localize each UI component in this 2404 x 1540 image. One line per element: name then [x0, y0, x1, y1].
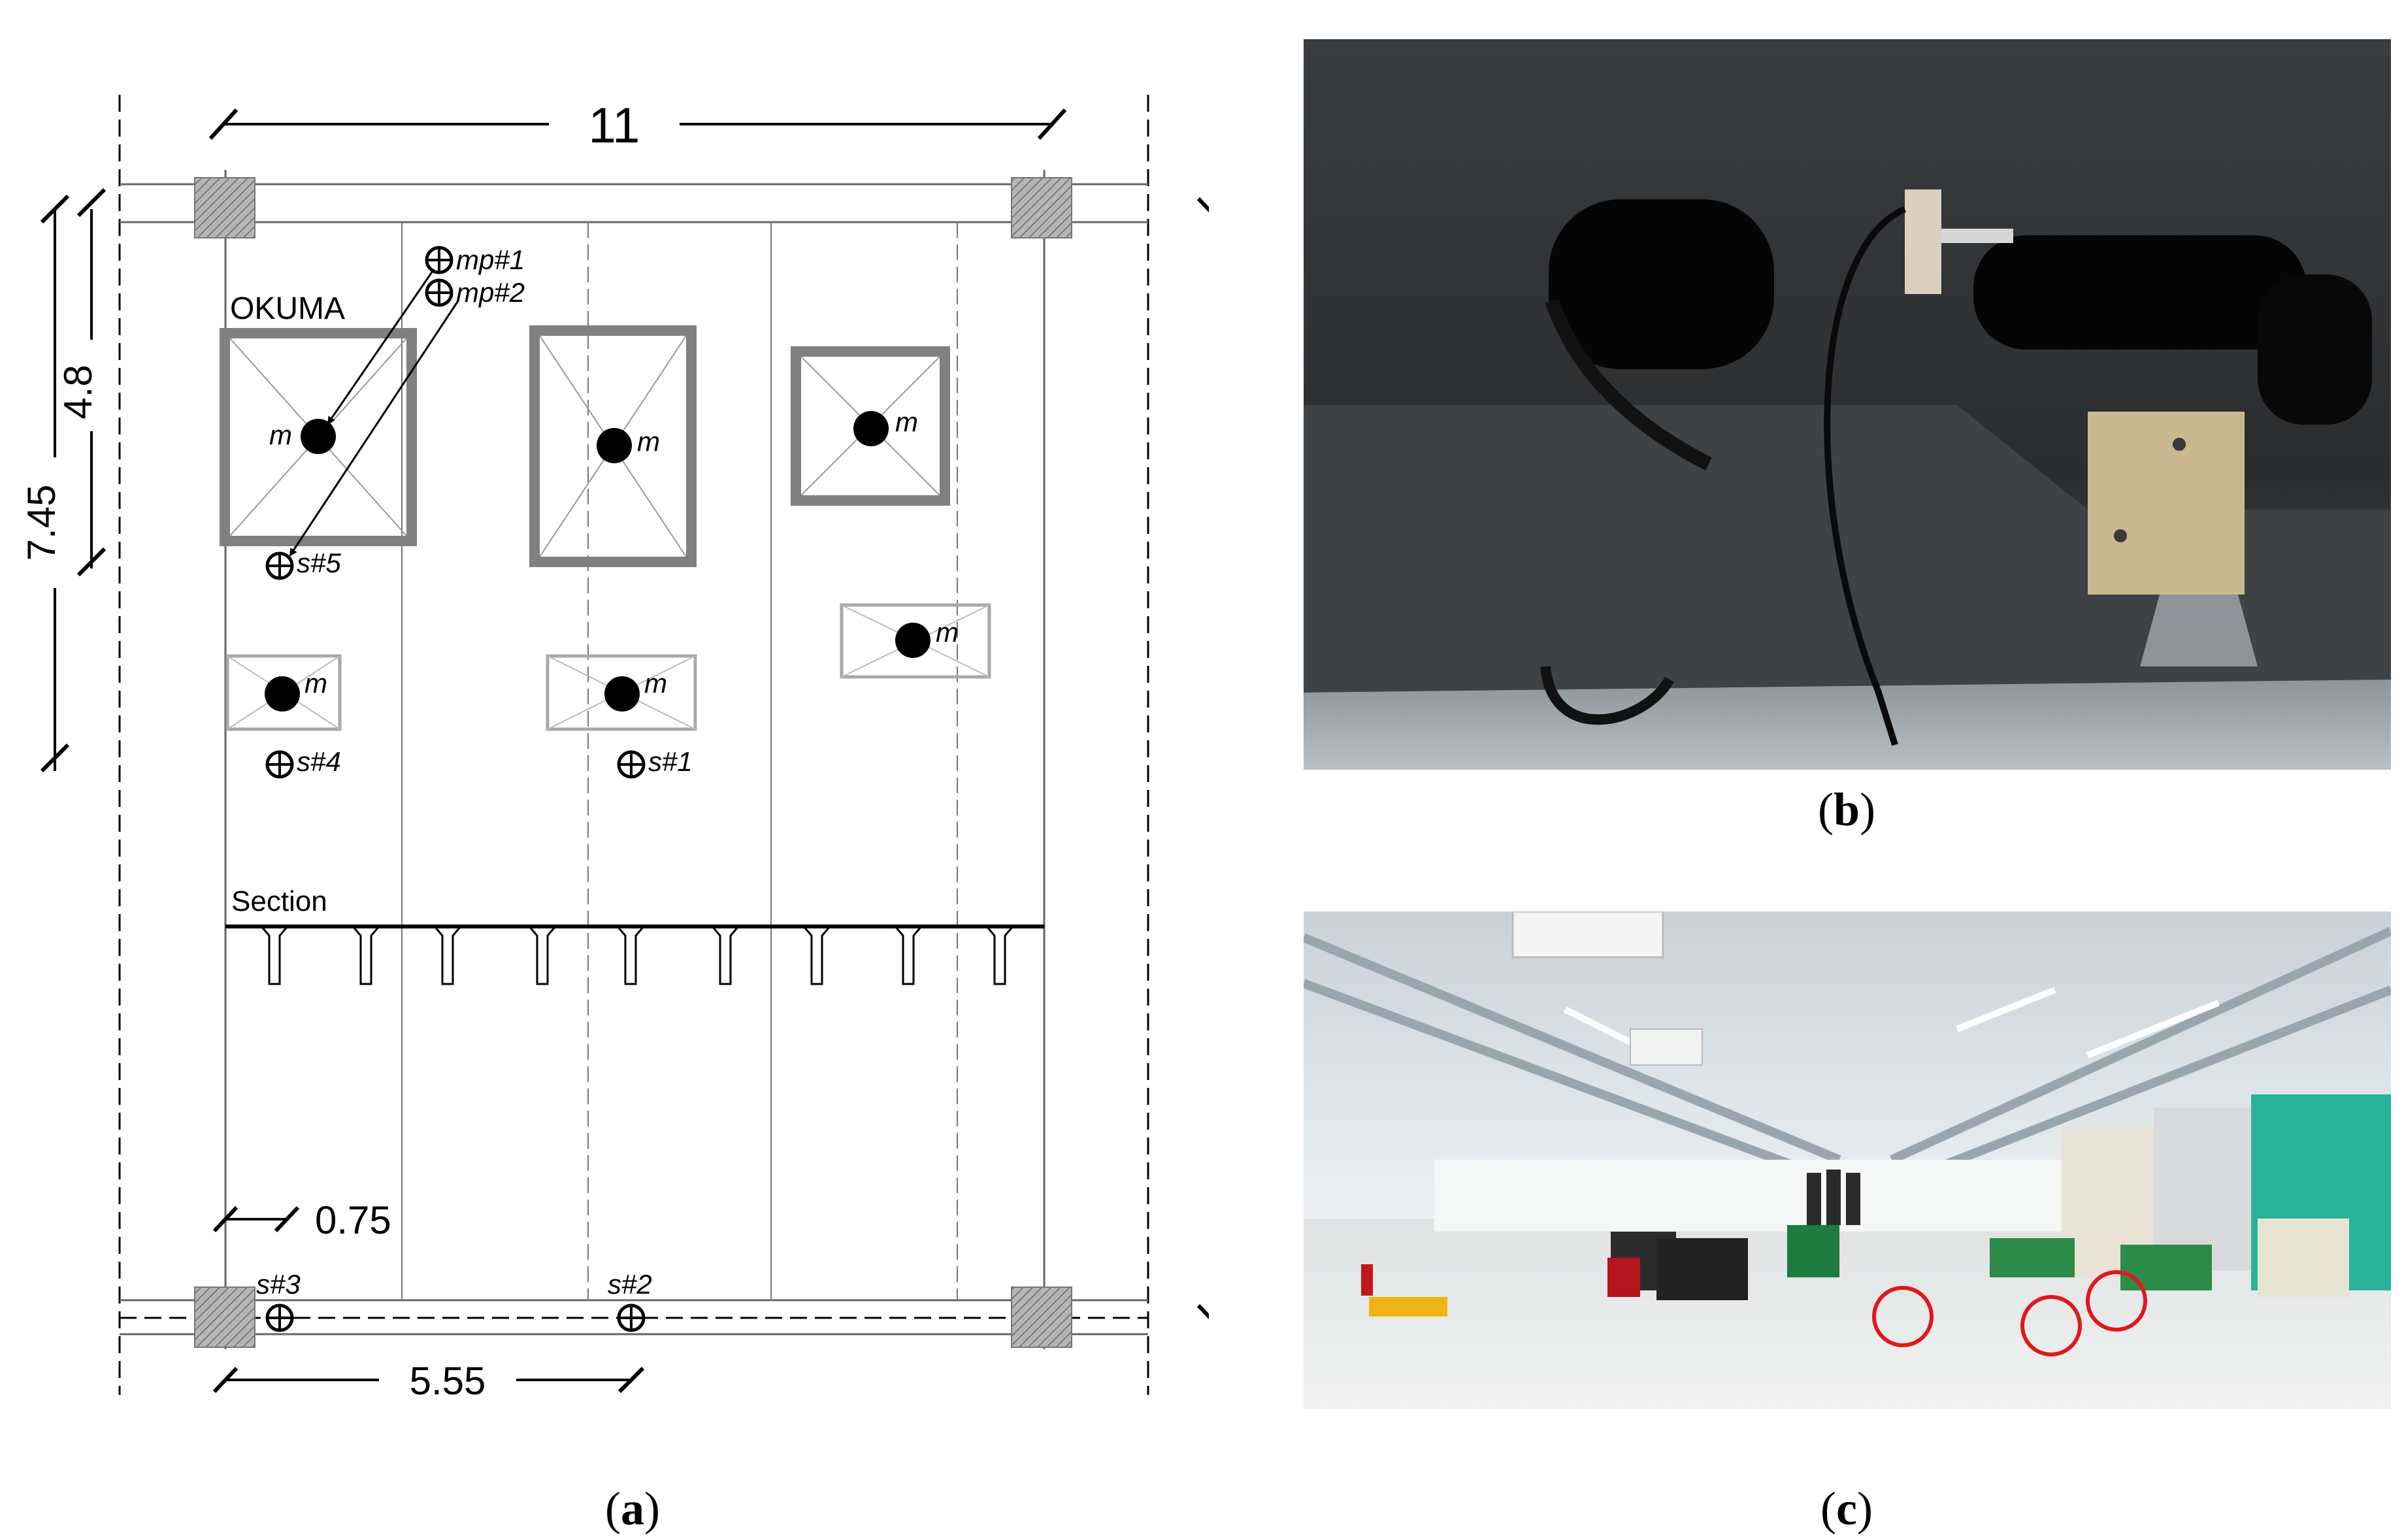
mass-label: m: [936, 617, 959, 647]
dimension-left-outer-tick-top: [40, 194, 70, 224]
dimension-left-outer-label: 7.45: [20, 485, 63, 561]
accelerometer-mount: [1905, 189, 1941, 294]
mass-point: [895, 623, 930, 658]
sensor-marker-circle-2: [2020, 1295, 2082, 1356]
dimension-bottom-tick-left: [212, 1366, 239, 1394]
mass-point: [597, 428, 632, 463]
mass-label: m: [895, 406, 918, 437]
sensor-cable: [1824, 206, 1906, 746]
machine-small-left: m: [225, 654, 342, 731]
sensor-label-mp1: mp#1: [456, 244, 525, 275]
frame-hole-left: [1549, 199, 1774, 369]
ac-unit: [1511, 911, 1664, 958]
mass-point: [604, 676, 640, 712]
sensor-label-s4: s#4: [297, 746, 341, 777]
caption-a-letter: a: [621, 1483, 644, 1535]
sensor-s4: s#4: [265, 746, 341, 779]
people: [1807, 1170, 1860, 1225]
pad-bolt-1: [2173, 438, 2186, 451]
photo-sensor-under-machine: [1304, 39, 2391, 770]
mass-point: [853, 411, 889, 446]
pallet-jack: [1369, 1297, 1447, 1317]
dimension-right-tick-top: [1196, 197, 1209, 213]
ceiling-ducts: [1304, 926, 2391, 1177]
sensor-mp2: mp#2: [425, 277, 525, 308]
dimension-offset-tick-left: [212, 1205, 239, 1233]
sensor-mp1: mp#1: [425, 244, 525, 275]
dimension-bottom-tick-right: [617, 1366, 645, 1394]
machine-small-center: m: [546, 654, 697, 731]
photo-workshop-floor: [1304, 911, 2391, 1409]
mass-label: m: [644, 668, 667, 698]
sensor-s2: s#2: [608, 1269, 652, 1332]
mass-label: m: [269, 419, 292, 450]
dimension-right-label: 14.9: [1200, 754, 1209, 851]
ceiling-lights: [1563, 987, 2220, 1058]
dimension-left-inner-label: 4.8: [56, 365, 100, 419]
dimension-top-tick-right: [1037, 108, 1067, 140]
caption-c: (c): [1820, 1483, 1873, 1535]
machine-small-right: m: [840, 603, 991, 679]
back-wall: [1434, 1160, 2088, 1232]
dimension-bottom-label: 5.55: [410, 1359, 486, 1403]
sensor-s3: s#3: [256, 1269, 301, 1332]
caption-a: (a): [605, 1483, 660, 1535]
dimension-offset-label: 0.75: [315, 1198, 391, 1242]
caption-b-letter: b: [1833, 783, 1860, 836]
section-ribs: [260, 926, 1014, 985]
machine-base-frame: [1304, 405, 2391, 693]
mass-point: [265, 676, 300, 712]
sensor-label-mp2: mp#2: [456, 277, 525, 308]
arrow-mp2-to-s5: [289, 301, 459, 557]
sensor-s1: s#1: [617, 746, 693, 779]
caption-c-letter: c: [1836, 1483, 1857, 1535]
mass-label: m: [637, 426, 660, 457]
sensor-label-s3: s#3: [256, 1269, 301, 1300]
leveling-pad: [2088, 412, 2245, 595]
column-bottom-left: [194, 1286, 255, 1348]
machine-label-okuma: OKUMA: [230, 291, 345, 326]
dimension-offset-tick-right: [274, 1205, 300, 1233]
caption-b: (b): [1817, 783, 1875, 836]
column-top-right: [1011, 177, 1072, 238]
dimension-left-outer-tick-bottom: [40, 743, 70, 773]
strap-loop: [1540, 666, 1674, 725]
wire-bundle: [1545, 298, 1712, 470]
section-label: Section: [231, 885, 327, 917]
sensor-label-s1: s#1: [648, 746, 693, 777]
fire-extinguisher: [1361, 1264, 1373, 1296]
column-top-left: [194, 177, 255, 238]
arrow-mp1-to-okuma-mass: [327, 269, 435, 425]
column-bottom-right: [1011, 1286, 1072, 1348]
frame-hole-right: [2258, 274, 2372, 425]
mass-point: [301, 419, 336, 454]
machine-large-right: m: [791, 346, 950, 506]
dimension-right-tick-bottom: [1196, 1303, 1209, 1320]
sensor-marker-circle-1: [1872, 1286, 1934, 1347]
leveling-foot: [2140, 595, 2258, 666]
dimension-top-label: 11: [589, 98, 640, 154]
red-chair: [1607, 1258, 1640, 1297]
dimension-left-inner-tick-bottom: [76, 547, 107, 577]
pad-bolt-2: [2114, 529, 2127, 542]
sensor-s5: s#5: [265, 548, 341, 580]
sensor-label-s5: s#5: [297, 548, 341, 578]
mass-label: m: [305, 668, 327, 698]
machine-okuma: m: [220, 328, 417, 546]
accelerometer-clip: [1941, 229, 2013, 243]
floor-plan-diagram: 11 14.9 7.45 4.8 OKUMA m m m: [20, 95, 1209, 1403]
machine-large-center: m: [529, 325, 697, 567]
ceiling-box: [1630, 1028, 1703, 1066]
frame-hole-center: [1973, 235, 2307, 350]
sensor-marker-circle-3: [2086, 1270, 2147, 1332]
dimension-top-tick-left: [208, 108, 239, 140]
sensor-label-s2: s#2: [608, 1269, 652, 1300]
dimension-left-inner-tick-top: [76, 188, 107, 218]
